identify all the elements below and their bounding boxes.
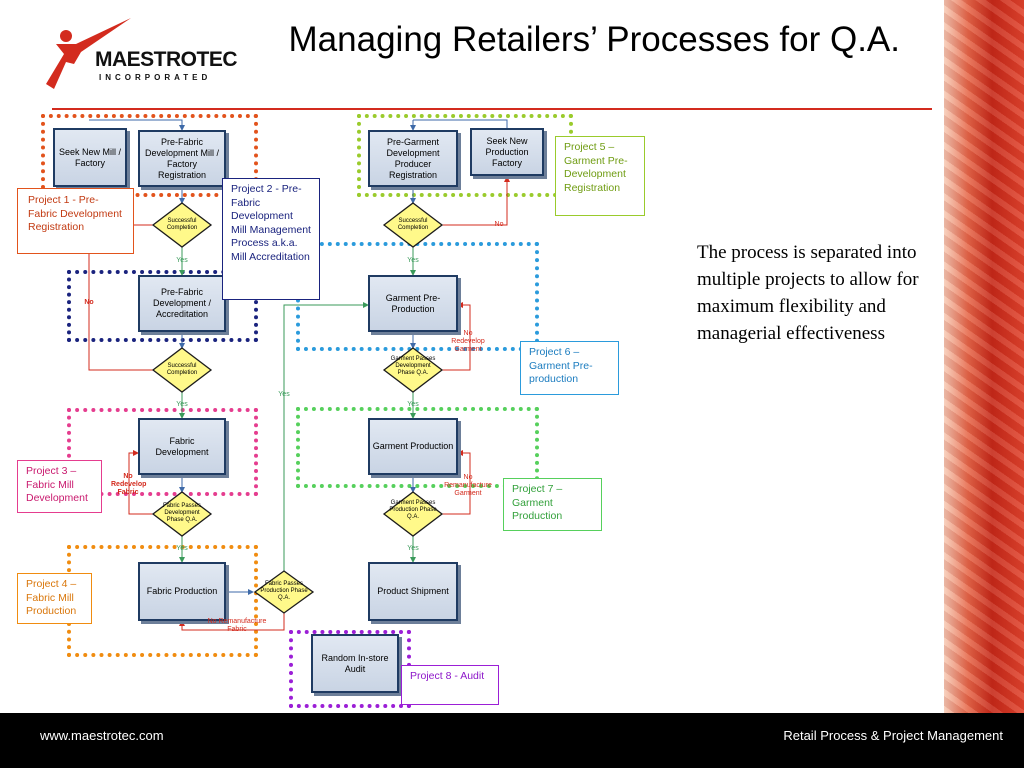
decision-3-text: Fabric Passes Development Phase Q.A. (162, 503, 201, 523)
project-2-label: Project 2 - Pre-Fabric Development Mill … (222, 178, 320, 300)
logo-subtitle: INCORPORATED (99, 73, 212, 82)
decision-diamond-3 (151, 491, 213, 537)
decision-diamond-7 (382, 491, 444, 537)
project-7-label: Project 7 – Garment Production (503, 478, 602, 531)
edge-label-no: No (84, 299, 94, 306)
decision-1-text: Successful Completion (166, 218, 198, 231)
footer-tagline: Retail Process & Project Management (783, 728, 1003, 743)
edge-label-no-redevelop-fabric: No Redevelop Fabric (111, 473, 147, 496)
box-product-shipment: Product Shipment (368, 562, 458, 621)
zone-project-3 (67, 408, 258, 496)
edge-label-yes: Yes (407, 257, 419, 264)
edge-label-no-redevelop-garment: No Redevelop Garment (451, 330, 485, 353)
decision-5-text: Successful Completion (397, 218, 429, 231)
box-random-audit: Random In-store Audit (311, 634, 399, 693)
decision-diamond-2 (151, 347, 213, 393)
maestrotec-logo-icon (46, 18, 131, 89)
edge-label-no: No (494, 221, 504, 228)
box-pre-garment-dev: Pre-Garment Development Producer Registr… (368, 130, 458, 187)
edge-label-yes: Yes (278, 391, 290, 398)
decision-diamond-5 (382, 202, 444, 248)
decision-diamond-6 (382, 347, 444, 393)
flowchart-connectors (86, 119, 510, 631)
box-seek-new-production: Seek New Production Factory (470, 128, 544, 176)
box-fabric-production: Fabric Production (138, 562, 226, 621)
project-6-label: Project 6 – Garment Pre-production (520, 341, 619, 395)
edge-label-no-remanufacture-fabric: No Remanufacture Fabric (207, 618, 267, 633)
edge-label-yes: Yes (176, 401, 188, 408)
logo-name: MAESTROTEC (95, 48, 238, 71)
box-seek-new-mill: Seek New Mill / Factory (53, 128, 127, 187)
description-text: The process is separated into multiple p… (697, 242, 919, 344)
project-5-label: Project 5 – Garment Pre-Development Regi… (555, 136, 645, 216)
decision-4-text: Fabric Passes Production Phase Q.A. (260, 581, 308, 601)
footer-website: www.maestrotec.com (40, 728, 164, 743)
box-pre-fabric-accreditation: Pre-Fabric Development / Accreditation (138, 275, 226, 332)
zone-project-2 (67, 270, 258, 342)
decorative-side-band (944, 0, 1024, 713)
box-garment-pre-production: Garment Pre-Production (368, 275, 458, 332)
box-fabric-development: Fabric Development (138, 418, 226, 475)
decision-diamond-4 (253, 570, 315, 614)
zone-project-7 (296, 407, 539, 488)
edge-label-yes: Yes (407, 545, 419, 552)
edge-label-no-remanufacture-garment: No Remanufacture Garment (444, 474, 492, 497)
box-pre-fabric-dev-mill: Pre-Fabric Development Mill / Factory Re… (138, 130, 226, 187)
decision-7-text: Garment Passes Production Phase Q.A. (389, 500, 437, 520)
box-garment-production: Garment Production (368, 418, 458, 475)
decision-diamond-1 (151, 202, 213, 248)
decision-6-text: Garment Passes Development Phase Q.A. (390, 356, 436, 376)
project-1-label: Project 1 - Pre-Fabric Development Regis… (17, 188, 134, 254)
decision-2-text: Successful Completion (166, 363, 198, 376)
title-divider (52, 108, 932, 110)
edge-label-yes: Yes (407, 401, 419, 408)
zone-project-1 (41, 114, 258, 197)
edge-label-yes: Yes (176, 257, 188, 264)
footer-bar: www.maestrotec.com Retail Process & Proj… (0, 713, 1024, 768)
project-3-label: Project 3 – Fabric Mill Development (17, 460, 102, 513)
page-title: Managing Retailers’ Processes for Q.A. (288, 20, 900, 59)
project-8-label: Project 8 - Audit (401, 665, 499, 705)
project-4-label: Project 4 – Fabric Mill Production (17, 573, 92, 624)
edge-label-yes: Yes (176, 545, 188, 552)
